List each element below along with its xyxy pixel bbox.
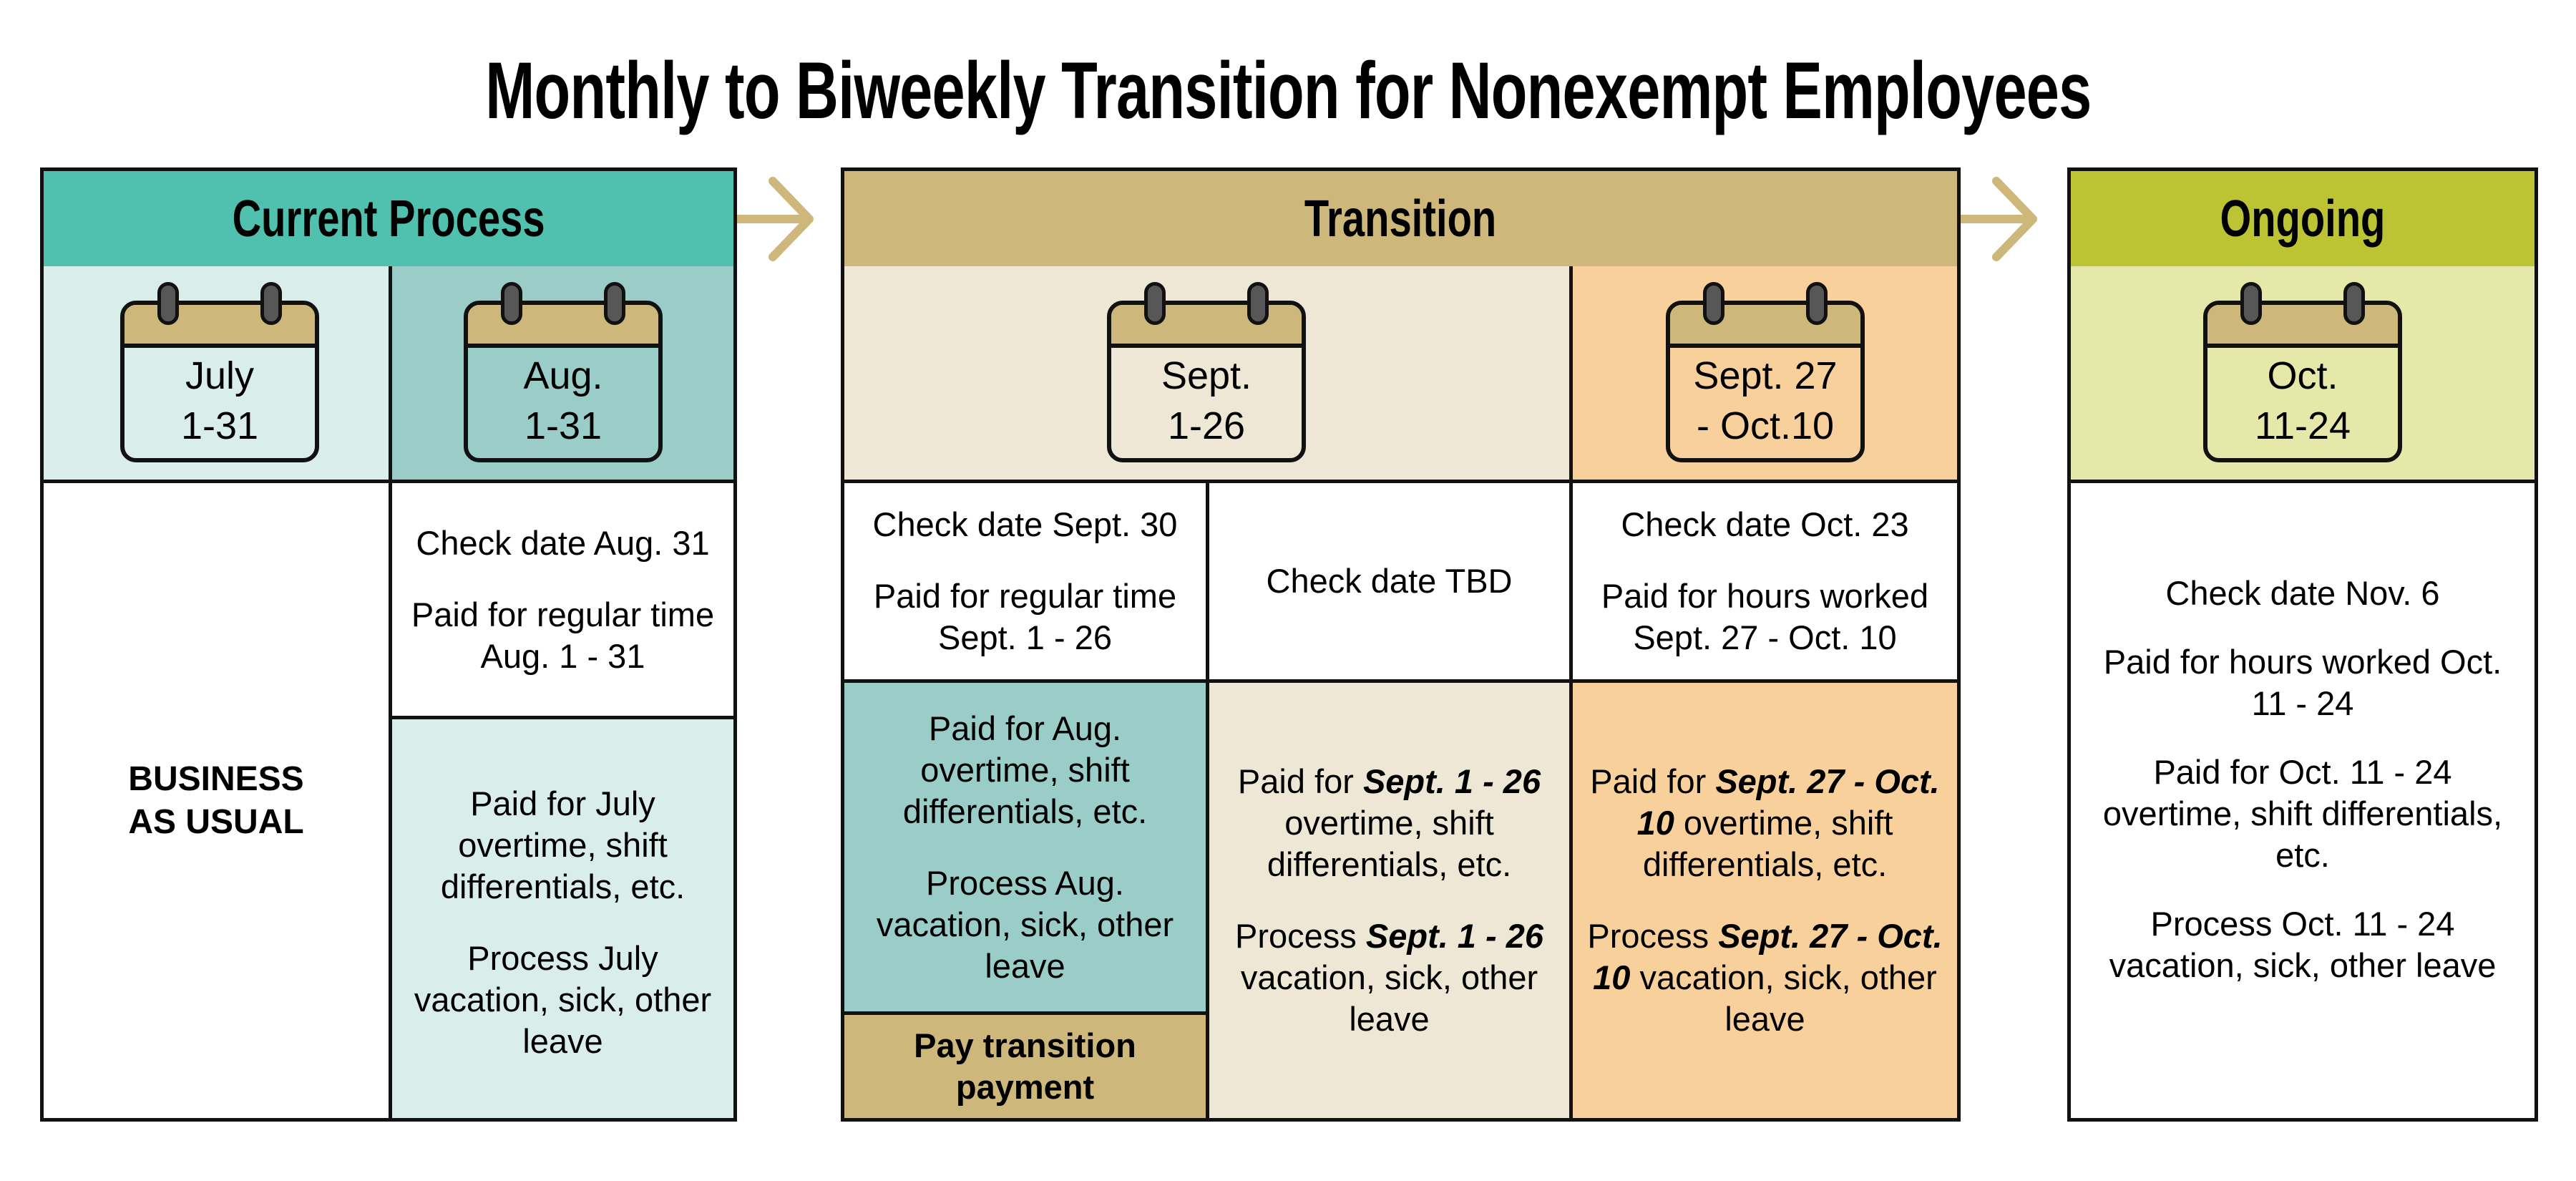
paid-for-text: Paid for hours worked Oct. 11 - 24 [2103,642,2502,722]
sept1-26-adjustments-cell: Paid for Sept. 1 - 26 overtime, shift di… [1209,683,1569,1118]
current-process-title: Current Process [232,190,545,248]
divider [844,679,1957,683]
arrow-right-icon [1961,177,2037,261]
divider [1206,480,1209,1118]
ongoing-title: Ongoing [2220,190,2386,248]
check-date-text: Check date Aug. 31 [416,523,710,562]
leave-text: Process Oct. 11 - 24 vacation, sick, oth… [2109,904,2497,984]
calendar-icon: Oct. 11-24 [2203,282,2402,470]
divider [1569,266,1573,1118]
calendar-range: 11-24 [2254,404,2351,447]
check-date-text: Check date Oct. 23 [1621,505,1909,543]
leave-text: Process Sept. 27 - Oct. 10 vacation, sic… [1587,917,1943,1038]
aug-adjustments-cell: Paid for July overtime, shift differenti… [392,719,733,1118]
leave-text: Process July vacation, sick, other leave [414,938,712,1060]
calendar-month: Sept. 27 [1693,354,1838,397]
ongoing-header: Ongoing [2071,171,2534,270]
transition-header: Transition [844,171,1957,270]
calendar-range: 1-31 [180,404,259,447]
ongoing-details-cell: Check date Nov. 6 Paid for hours worked … [2071,483,2534,1118]
calendar-icon: Sept. 1-26 [1107,282,1306,470]
calendar-icon: Aug. 1-31 [464,282,663,470]
business-as-usual-line: AS USUAL [128,802,304,841]
divider [2071,480,2534,483]
arrow-right-icon [737,177,814,261]
transition-panel: Transition Sept. 1-26 Sept. 27 - Oct.10 Ch… [841,167,1961,1122]
calendar-range: 1-31 [524,404,602,447]
current-process-panel: Current Process July 1-31 Aug. 1-31 BUSINE… [40,167,737,1122]
pay-transition-text: Pay transition payment [914,1026,1136,1106]
page-title: Monthly to Biweekly Transition for Nonex… [0,44,2576,137]
calendar-month: Sept. [1161,354,1252,397]
aug-adjustments-cell: Paid for Aug. overtime, shift differenti… [844,683,1206,1011]
business-as-usual-cell: BUSINESS AS USUAL [44,483,389,1118]
sept-check-date-cell: Check date Sept. 30 Paid for regular tim… [844,483,1206,679]
check-date-text: Check date TBD [1266,562,1513,600]
leave-text: Process Sept. 1 - 26 vacation, sick, oth… [1235,917,1543,1038]
overtime-text: Paid for Sept. 27 - Oct. 10 overtime, sh… [1590,762,1940,883]
overtime-text: Paid for Oct. 11 - 24 overtime, shift di… [2102,752,2503,874]
calendar-month: July [185,354,255,397]
overtime-text: Paid for Aug. overtime, shift differenti… [902,709,1148,830]
leave-text: Process Aug. vacation, sick, other leave [876,863,1174,985]
check-date-text: Check date Sept. 30 [872,505,1178,543]
transition-title: Transition [1304,190,1497,248]
paid-for-text: Paid for hours worked Sept. 27 - Oct. 10 [1601,577,1929,656]
aug-check-date-cell: Check date Aug. 31 Paid for regular time… [392,483,733,716]
current-process-header: Current Process [44,171,733,270]
sept27-oct10-adjustments-cell: Paid for Sept. 27 - Oct. 10 overtime, sh… [1573,683,1957,1118]
divider [389,266,392,1118]
oct23-check-date-cell: Check date Oct. 23 Paid for hours worked… [1573,483,1957,679]
pay-transition-payment-cell: Pay transition payment [844,1015,1206,1118]
business-as-usual-line: BUSINESS [128,759,304,798]
divider [389,716,733,719]
calendar-icon: July 1-31 [120,282,319,470]
paid-for-text: Paid for regular time Sept. 1 - 26 [873,577,1177,656]
paid-for-text: Paid for regular time Aug. 1 - 31 [411,595,715,675]
calendar-range: 1-26 [1167,404,1246,447]
check-date-text: Check date Nov. 6 [2165,573,2440,612]
calendar-range: - Oct.10 [1696,404,1835,447]
calendar-month: Oct. [2267,354,2338,397]
calendar-icon: Sept. 27 - Oct.10 [1666,282,1865,470]
tbd-check-date-cell: Check date TBD [1209,483,1569,679]
overtime-text: Paid for July overtime, shift differenti… [440,784,686,905]
title-text: Monthly to Biweekly Transition for Nonex… [484,46,2092,135]
ongoing-panel: Ongoing Oct. 11-24 Check date Nov. 6 Paid… [2067,167,2538,1122]
calendar-month: Aug. [523,354,603,397]
divider [844,1011,1206,1015]
overtime-text: Paid for Sept. 1 - 26 overtime, shift di… [1237,762,1541,883]
divider [844,480,1957,483]
